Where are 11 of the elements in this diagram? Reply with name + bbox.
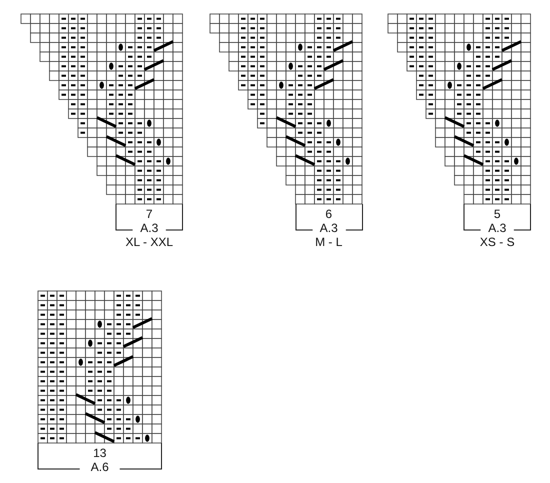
size-label: M - L	[315, 236, 342, 249]
column-count: 6	[325, 208, 332, 221]
size-label: XS - S	[480, 236, 515, 249]
column-count: 7	[146, 208, 153, 221]
size-label: XL - XXL	[125, 236, 174, 249]
chart-name: A.6	[90, 461, 109, 474]
chart-name: A.3	[140, 222, 158, 235]
column-count: 13	[93, 447, 106, 460]
chart-name: A.3	[488, 222, 506, 235]
chart-name: A.3	[320, 222, 338, 235]
column-count: 5	[494, 208, 501, 221]
